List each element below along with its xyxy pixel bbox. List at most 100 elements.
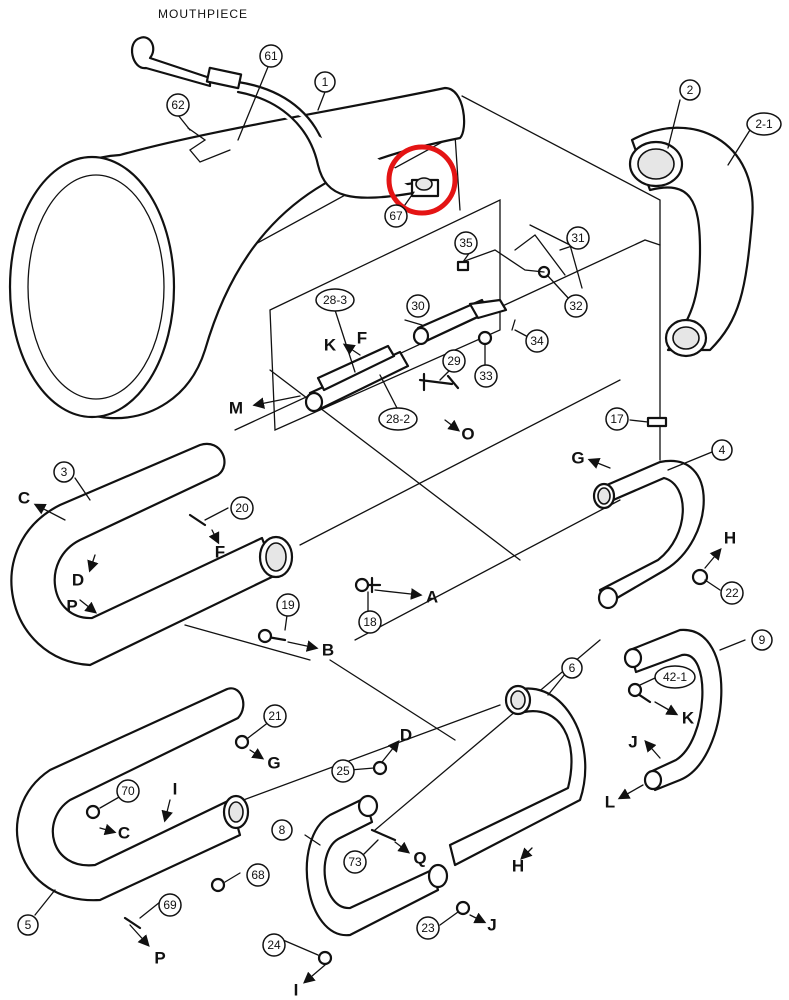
svg-text:19: 19: [281, 598, 295, 612]
letter-C-upper: C: [18, 489, 30, 508]
leader-lines: [33, 61, 751, 984]
svg-text:32: 32: [569, 299, 583, 313]
part-callouts: 1 2 2-1 3 4 5 6 8 9 17 18 19 20 21 22 23…: [17, 44, 782, 957]
svg-text:2-1: 2-1: [755, 117, 773, 131]
callout-1: 1: [314, 71, 336, 93]
svg-text:73: 73: [348, 855, 362, 869]
callout-73: 73: [343, 850, 367, 874]
callout-68: 68: [246, 863, 270, 887]
callout-19: 19: [276, 593, 300, 617]
letter-F-lower: F: [215, 543, 225, 562]
letter-P-upper: P: [66, 597, 77, 616]
tube-part-9: [623, 628, 723, 792]
small-fittings: [85, 416, 709, 966]
callout-35: 35: [454, 231, 478, 255]
bracket-part-62: [187, 127, 231, 163]
callout-28-2: 28-2: [378, 407, 418, 431]
tube-part-5: [15, 687, 250, 902]
svg-text:21: 21: [268, 709, 282, 723]
callout-21: 21: [263, 704, 287, 728]
callout-67: 67: [384, 204, 408, 228]
letter-G-left: G: [267, 754, 280, 773]
svg-text:8: 8: [279, 823, 286, 837]
callout-17: 17: [605, 407, 629, 431]
svg-text:28-3: 28-3: [323, 293, 347, 307]
svg-text:70: 70: [121, 784, 135, 798]
callout-6: 6: [561, 657, 583, 679]
valve-assembly: [304, 224, 583, 413]
tube-part-3: [10, 442, 294, 667]
svg-text:5: 5: [25, 918, 32, 932]
svg-text:18: 18: [363, 615, 377, 629]
callout-23: 23: [416, 916, 440, 940]
svg-text:4: 4: [719, 443, 726, 457]
mouthpiece: [130, 36, 243, 90]
letter-D-left: D: [72, 571, 84, 590]
svg-text:22: 22: [725, 586, 739, 600]
tube-part-4: [592, 459, 705, 610]
svg-text:31: 31: [571, 231, 585, 245]
callout-69: 69: [158, 893, 182, 917]
callout-8: 8: [271, 819, 293, 841]
svg-text:67: 67: [389, 209, 403, 223]
crook-part-2: [628, 126, 754, 358]
callout-61: 61: [259, 44, 283, 68]
tube-part-6: [448, 684, 587, 867]
callout-34: 34: [525, 329, 549, 353]
callout-20: 20: [230, 496, 254, 520]
callout-28-3: 28-3: [315, 288, 355, 312]
letter-I-upper: I: [173, 780, 178, 799]
svg-text:25: 25: [336, 764, 350, 778]
letter-M: M: [229, 399, 243, 418]
bell-part-1: [8, 80, 466, 420]
letter-F-upper: F: [357, 329, 367, 348]
svg-text:24: 24: [267, 938, 281, 952]
svg-text:23: 23: [421, 921, 435, 935]
svg-text:17: 17: [610, 412, 624, 426]
callout-3: 3: [53, 461, 75, 483]
letter-B: B: [322, 641, 334, 660]
callout-31: 31: [566, 226, 590, 250]
svg-text:68: 68: [251, 868, 265, 882]
letter-I-lower: I: [294, 981, 299, 1000]
callout-70: 70: [116, 779, 140, 803]
callout-22: 22: [720, 581, 744, 605]
svg-text:6: 6: [569, 661, 576, 675]
callout-62: 62: [166, 93, 190, 117]
mouthpiece-label: MOUTHPIECE: [158, 7, 248, 21]
letter-J-upper: J: [628, 733, 637, 752]
svg-text:3: 3: [61, 465, 68, 479]
highlight-circle-part-67: [386, 144, 458, 216]
svg-text:69: 69: [163, 898, 177, 912]
svg-text:9: 9: [759, 633, 766, 647]
letter-Q: Q: [413, 849, 426, 868]
letter-J-lower: J: [487, 916, 496, 935]
svg-text:33: 33: [479, 369, 493, 383]
connector-letters: A B C C D D F F G G H H I I J J K K L M …: [18, 329, 736, 1000]
callout-24: 24: [262, 933, 286, 957]
letter-L: L: [605, 793, 615, 812]
letter-C-lower: C: [118, 824, 130, 843]
letter-K-upper: K: [324, 336, 337, 355]
letter-D-right: D: [400, 726, 412, 745]
svg-text:1: 1: [322, 75, 329, 89]
letter-G-right: G: [571, 449, 584, 468]
callout-42-1: 42-1: [654, 665, 696, 689]
letter-O: O: [461, 425, 474, 444]
svg-text:61: 61: [264, 49, 278, 63]
callout-9: 9: [751, 629, 773, 651]
callout-29: 29: [442, 349, 466, 373]
callout-5: 5: [17, 914, 39, 936]
svg-text:62: 62: [171, 98, 185, 112]
svg-text:2: 2: [687, 83, 694, 97]
svg-text:34: 34: [530, 334, 544, 348]
svg-text:42-1: 42-1: [663, 670, 687, 684]
callout-30: 30: [406, 294, 430, 318]
svg-text:28-2: 28-2: [386, 412, 410, 426]
callout-4: 4: [711, 439, 733, 461]
callout-18: 18: [358, 610, 382, 634]
letter-A: A: [426, 588, 438, 607]
callout-25: 25: [331, 759, 355, 783]
